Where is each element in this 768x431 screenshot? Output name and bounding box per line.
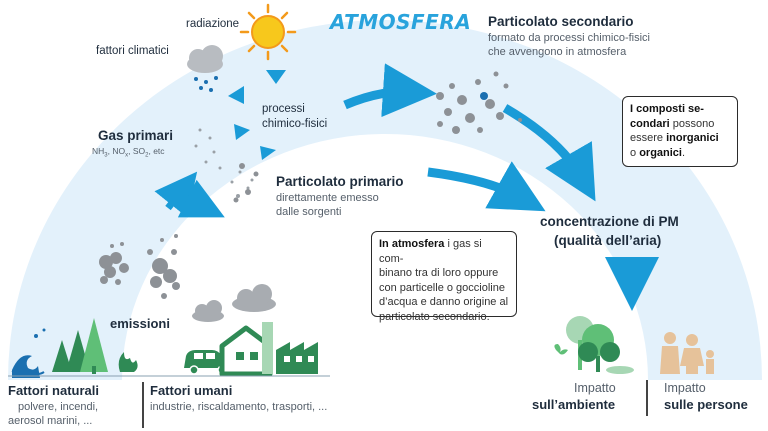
wave-icon <box>11 328 46 378</box>
radiation-label: radiazione <box>186 18 240 30</box>
secondary-particles <box>436 71 522 134</box>
atmosphere-arc <box>8 20 762 380</box>
natural-factors-title: Fattori naturali <box>8 383 100 398</box>
pm-concentration-label: concentrazione di PM <box>540 214 679 229</box>
human-factors-title: Fattori umani <box>150 383 233 398</box>
influence-arrows <box>228 70 286 160</box>
arrow-to-primary <box>177 179 225 218</box>
processes-label-2: chimico-fisici <box>262 118 328 130</box>
secondary-compounds-box: I composti se- condari possono essere in… <box>622 96 738 167</box>
primary-particulate-desc-2: dalle sorgenti <box>276 206 342 218</box>
cloud-arrow <box>228 86 244 104</box>
gas-particles <box>194 128 254 198</box>
natural-factors-desc-2: aerosol marini, ... <box>8 415 93 427</box>
sun-arrow <box>266 70 286 84</box>
atmosphere-info-box: In atmosfera i gas si com- binano tra di… <box>371 231 517 323</box>
climate-factors-label: fattori climatici <box>96 45 169 57</box>
people-impact-icon <box>660 332 714 374</box>
processes-label-1: processi <box>262 103 305 115</box>
primary-particulate-title: Particolato primario <box>276 174 404 189</box>
environment-impact-icon <box>554 316 634 374</box>
secondary-particulate-desc-2: che avvengono in atmosfera <box>488 46 627 58</box>
primary-particles <box>233 163 259 203</box>
secondary-particulate-title: Particolato secondario <box>488 14 634 29</box>
atmosphere-title: ATMOSFERA <box>330 10 472 34</box>
arrow-primary-to-pm <box>427 161 546 212</box>
gas-arrow-2 <box>260 146 276 160</box>
environment-impact-label-2: sull’ambiente <box>532 397 616 412</box>
natural-factors-desc-1: polvere, incendi, <box>18 401 99 413</box>
emission-clouds <box>192 284 276 322</box>
fire-icon <box>118 352 138 372</box>
primary-gas-formula: NH3, NOx, SO2, etc <box>92 146 165 159</box>
rain-cloud-icon <box>187 45 223 92</box>
factory-icon <box>262 322 318 374</box>
emissions-label: emissioni <box>110 316 170 331</box>
butterfly-icon <box>554 344 568 355</box>
arrow-secondary-to-pm <box>502 104 596 202</box>
secondary-particulate-desc-1: formato da processi chimico-fisici <box>488 32 650 44</box>
people-impact-label-2: sulle persone <box>664 397 748 412</box>
gas-arrow-1 <box>234 124 250 140</box>
environment-impact-label-1: Impatto <box>574 381 616 395</box>
forest-icon <box>52 318 108 374</box>
arrow-to-secondary <box>343 63 437 118</box>
air-quality-label: (qualità dell’aria) <box>554 233 662 248</box>
primary-gas-title: Gas primari <box>98 128 174 143</box>
human-factors-desc: industrie, riscaldamento, trasporti, ... <box>150 401 328 413</box>
primary-particulate-desc-1: direttamente emesso <box>276 192 379 204</box>
sun-icon <box>239 3 297 61</box>
impact-separator <box>646 380 648 416</box>
factors-separator <box>142 382 144 428</box>
smoke-plumes <box>99 234 180 299</box>
people-impact-label-1: Impatto <box>664 381 706 395</box>
